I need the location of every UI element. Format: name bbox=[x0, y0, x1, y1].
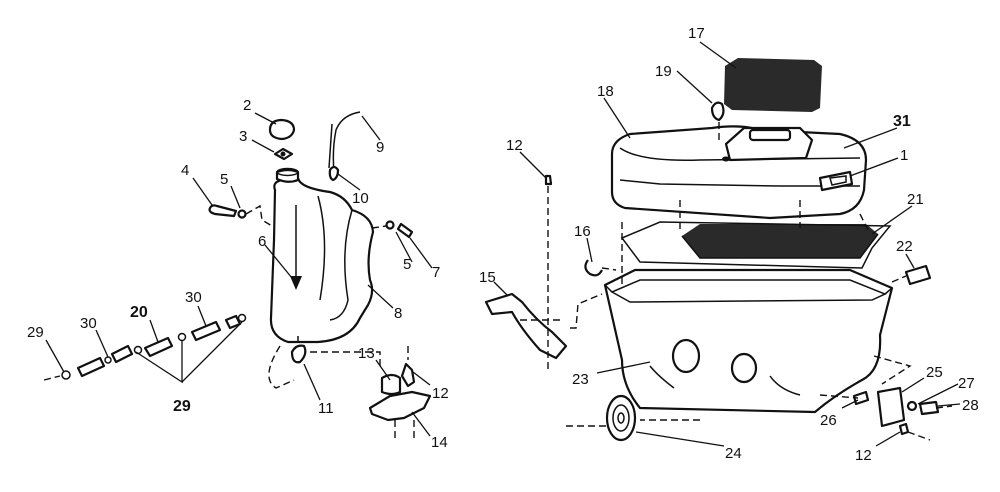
callout-6: 6 bbox=[258, 233, 266, 250]
air-filter-element bbox=[682, 224, 878, 258]
mount-screw bbox=[208, 204, 238, 218]
air-box-assembly bbox=[484, 41, 961, 447]
callout-12: 12 bbox=[432, 385, 449, 402]
callout-30: 30 bbox=[185, 289, 202, 306]
callout-20: 20 bbox=[130, 304, 148, 321]
callout-5: 5 bbox=[403, 256, 411, 273]
callout-5: 5 bbox=[220, 171, 228, 188]
air-box-hole bbox=[671, 338, 701, 374]
callout-2: 2 bbox=[243, 97, 251, 114]
callout-22: 22 bbox=[896, 238, 913, 255]
callout-16: 16 bbox=[574, 223, 591, 240]
callout-9: 9 bbox=[376, 139, 384, 156]
oil-tank-assembly bbox=[43, 111, 433, 440]
callout-labels: 2 3 4 5 6 5 7 8 9 10 11 13 12 14 29 30 2… bbox=[27, 25, 979, 464]
callout-27: 27 bbox=[958, 375, 975, 392]
tank-cap bbox=[268, 118, 296, 141]
air-box-base bbox=[603, 268, 894, 414]
vent-hose bbox=[332, 111, 361, 173]
tank-bracket bbox=[368, 390, 432, 422]
callout-28: 28 bbox=[962, 397, 979, 414]
side-bracket bbox=[876, 386, 906, 428]
callout-24: 24 bbox=[725, 445, 742, 462]
callout-3: 3 bbox=[239, 128, 247, 145]
air-box-hole bbox=[730, 352, 758, 384]
callout-29: 29 bbox=[173, 398, 191, 415]
callout-11: 11 bbox=[318, 400, 334, 417]
callout-18: 18 bbox=[597, 83, 614, 100]
callout-12: 12 bbox=[506, 137, 523, 154]
callout-30: 30 bbox=[80, 315, 97, 332]
callout-26: 26 bbox=[820, 412, 837, 429]
mount-bracket bbox=[484, 292, 568, 360]
spacer-wheel bbox=[605, 394, 637, 442]
breather-plug bbox=[710, 101, 725, 122]
callout-23: 23 bbox=[572, 371, 589, 388]
callout-13: 13 bbox=[358, 345, 375, 362]
callout-25: 25 bbox=[926, 364, 943, 381]
callout-14: 14 bbox=[431, 434, 448, 451]
retainer-clip bbox=[584, 259, 603, 277]
callout-12: 12 bbox=[855, 447, 872, 464]
callout-7: 7 bbox=[432, 264, 440, 281]
callout-8: 8 bbox=[394, 305, 402, 322]
callout-31: 31 bbox=[893, 113, 911, 130]
callout-17: 17 bbox=[688, 25, 705, 42]
callout-21: 21 bbox=[907, 191, 924, 208]
callout-10: 10 bbox=[352, 190, 369, 207]
callout-1: 1 bbox=[900, 147, 908, 164]
callout-29: 29 bbox=[27, 324, 44, 341]
callout-19: 19 bbox=[655, 63, 672, 80]
callout-15: 15 bbox=[479, 269, 496, 286]
grommet bbox=[904, 264, 932, 286]
filter-gasket bbox=[620, 221, 892, 269]
foam-pre-filter bbox=[724, 58, 822, 112]
callout-4: 4 bbox=[181, 162, 189, 179]
